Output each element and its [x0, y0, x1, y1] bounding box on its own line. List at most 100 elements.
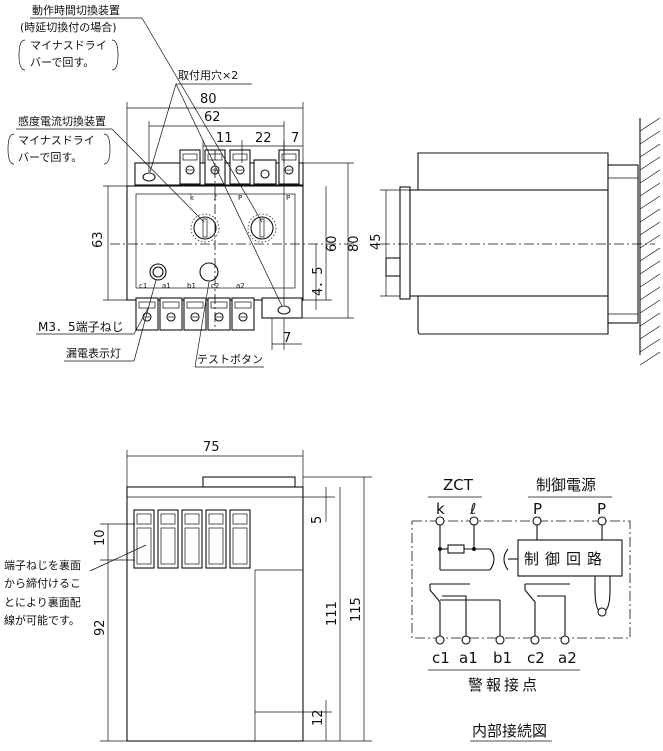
callout-terminal-screw: M3．5端子ねじ: [38, 320, 124, 334]
resistor: [447, 544, 465, 554]
callout-time-switch-1: 動作時間切換装置: [32, 3, 120, 17]
bracket-right-1: [111, 39, 119, 71]
bottom-view-terminal-4: [229, 509, 251, 569]
transformer-coil-1: [489, 548, 495, 571]
panel-label-p1: P: [238, 194, 242, 202]
bracket-left-2: [7, 133, 15, 165]
dim-115: 115: [349, 597, 364, 622]
side-bottom-housing: [417, 295, 609, 335]
note-line-1: 端子ねじを裏面: [4, 558, 81, 572]
panel-label-l: ℓ: [213, 194, 217, 202]
callout-sensitivity-2: マイナスドライ: [18, 134, 95, 147]
bottom-view: 75 5 111 115 12 10 92 端子ねじを裏面 から締付けるこ とに…: [4, 440, 372, 742]
label-control-power: 制御電源: [536, 476, 596, 494]
bottom-terminal-1: [159, 297, 183, 331]
wiring-terminal-c1: c1: [432, 649, 450, 667]
bottom-terminal-2: [183, 297, 207, 331]
dim-12: 12: [311, 709, 326, 726]
wiring-terminal-p1: P: [533, 500, 542, 518]
label-zct: ZCT: [443, 476, 474, 494]
side-top-housing: [417, 152, 609, 193]
bottom-view-terminal-3: [205, 509, 227, 569]
dim-22: 22: [255, 131, 272, 146]
dim-75: 75: [203, 440, 220, 455]
callout-time-switch-4: バーで回す。: [30, 56, 94, 69]
wiring-terminal-p2: P: [597, 500, 606, 518]
front-view: k ℓ P P c1 a1 b1 c2 a2 80 62 11 22 7 63: [7, 3, 362, 368]
contact-1: [429, 589, 467, 636]
dim-80-height: 80: [347, 235, 362, 252]
side-test-button: [385, 257, 401, 277]
leak-indicator-lamp-inner: [152, 266, 164, 278]
label-alarm-contacts: 警報接点: [468, 676, 540, 694]
wiring-boundary: [411, 520, 631, 639]
dim-92: 92: [93, 619, 108, 636]
dim-62-pitch: 62: [204, 110, 221, 125]
side-front-face: [399, 186, 411, 300]
wiring-terminal-l: ℓ: [469, 500, 476, 518]
callout-time-switch-2: (時延切換付の場合): [20, 20, 117, 34]
callout-leak-lamp: 漏電表示灯: [66, 346, 121, 360]
bottom-view-terminal-0: [133, 509, 155, 569]
dim-7-bottom: 7: [283, 331, 291, 346]
panel-label-b1: b1: [187, 282, 196, 290]
time-dial[interactable]: [247, 213, 277, 243]
bottom-view-terminal-2: [181, 509, 203, 569]
wiring-terminal-c2: c2: [527, 649, 545, 667]
note-line-3: とにより裏面配: [4, 595, 81, 609]
bracket-left-1: [18, 39, 26, 71]
label-control-circuit: 制御回路: [524, 550, 608, 568]
dim-63: 63: [91, 231, 106, 248]
panel-label-c1: c1: [139, 282, 147, 290]
panel-label-k: k: [190, 194, 195, 202]
dim-80-width: 80: [200, 92, 217, 107]
callout-time-switch-3: マイナスドライ: [30, 39, 107, 52]
sensitivity-dial[interactable]: [190, 213, 220, 243]
dim-5: 5: [310, 516, 325, 524]
panel-label-p2: P: [286, 194, 290, 202]
bottom-terminal-3: [207, 297, 231, 331]
leak-indicator-lamp: [149, 263, 167, 281]
wiring-diagram-title: 内部接続図: [472, 722, 547, 740]
bottom-terminal-block: [135, 297, 255, 331]
transformer-coil-2: [503, 548, 509, 571]
side-view: 45: [369, 117, 661, 366]
callout-sensitivity-1: 感度電流切換装置: [18, 114, 106, 128]
top-terminal-cover: [253, 159, 277, 185]
dim-45: 45: [369, 233, 384, 250]
wiring-terminal-k: k: [436, 500, 445, 518]
top-screw: [260, 169, 270, 179]
panel-label-a2: a2: [236, 282, 245, 290]
wall-hatch: [639, 117, 661, 366]
callout-test-button: テストボタン: [197, 353, 263, 366]
mount-hole-top: [142, 172, 156, 182]
bottom-view-terminals: [133, 509, 251, 569]
note-line-4: 線が可能です。: [4, 613, 80, 627]
wiring-terminal-b1: b1: [493, 649, 512, 667]
mount-hole-bottom: [277, 305, 291, 315]
top-terminal-3: [278, 149, 300, 185]
dim-60: 60: [325, 235, 340, 252]
wiring-terminal-a2: a2: [558, 649, 577, 667]
contact-2: [524, 589, 566, 636]
side-body: [409, 189, 609, 297]
note-line-2: から締付けるこ: [4, 576, 81, 590]
bottom-terminal-4: [231, 297, 255, 331]
bottom-view-terminal-1: [157, 509, 179, 569]
test-button[interactable]: [199, 262, 219, 282]
bracket-right-2: [103, 133, 111, 165]
callout-mount-holes: 取付用穴×2: [178, 68, 238, 82]
dim-11: 11: [216, 131, 233, 146]
top-terminal-block: [179, 149, 300, 185]
front-panel: [135, 193, 296, 289]
control-circuit-box: [517, 539, 623, 577]
top-terminal-2: [229, 149, 251, 185]
top-terminal-0: [179, 149, 201, 185]
internal-wiring-diagram: ZCT 制御電源 k ℓ P P 制御回路: [411, 476, 631, 742]
panel-label-a1: a1: [162, 282, 171, 290]
dim-111: 111: [325, 601, 340, 626]
bottom-top-cap: [202, 476, 296, 488]
wiring-terminal-a1: a1: [459, 649, 478, 667]
